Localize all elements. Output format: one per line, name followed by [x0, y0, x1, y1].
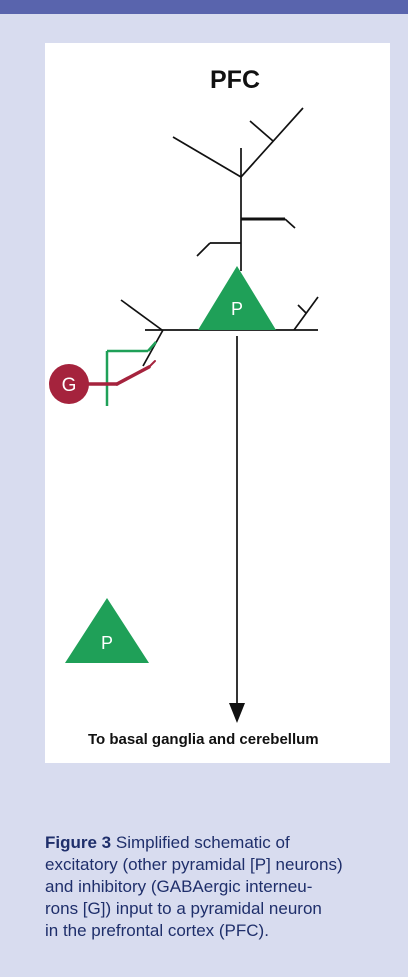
- source-pyramidal-neuron: [65, 598, 149, 663]
- top-color-bar: [0, 0, 408, 14]
- caption-line-3: and inhibitory (GABAergic interneu-: [45, 877, 313, 896]
- caption-line-5: in the prefrontal cortex (PFC).: [45, 921, 269, 940]
- caption-line-1-text: Simplified schematic of: [115, 833, 290, 852]
- caption-line-4: rons [G]) input to a pyramidal neuron: [45, 899, 322, 918]
- basal-left-lower-branch: [142, 329, 164, 367]
- caption-figure-label: Figure 3: [45, 833, 112, 852]
- inhibitory-input-pathway: [85, 360, 156, 386]
- dendrite-spine-middle: [284, 218, 296, 229]
- inhibitory-axon-diagonal: [115, 365, 151, 386]
- output-target-label: To basal ganglia and cerebellum: [88, 731, 319, 748]
- basal-right-spine: [297, 304, 307, 314]
- caption-line-1: Figure 3 Simplified schematic of: [45, 832, 385, 854]
- basal-right-branch: [293, 296, 319, 331]
- dendrite-spine-left-lower: [196, 242, 211, 257]
- dendrite-branch-left-upper: [172, 136, 242, 178]
- gabaergic-interneuron: [49, 364, 89, 404]
- pfc-label: PFC: [210, 66, 260, 94]
- basal-left-upper-branch: [120, 299, 163, 331]
- neural-schematic: PFC: [49, 66, 319, 748]
- excitatory-input-pathway: [105, 341, 157, 406]
- excitatory-synapse: [147, 341, 157, 352]
- apical-dendrite-tree: [172, 107, 304, 271]
- interneuron-label: G: [62, 375, 77, 396]
- source-neuron-label: P: [101, 633, 113, 653]
- main-neuron-label: P: [231, 299, 243, 319]
- inhibitory-synapse: [148, 360, 156, 368]
- output-arrow-head: [229, 703, 245, 723]
- figure-caption: Figure 3 Simplified schematic of excitat…: [45, 832, 385, 942]
- diagram-frame: PFC: [45, 43, 390, 763]
- caption-line-2: excitatory (other pyramidal [P] neurons): [45, 855, 343, 874]
- dendrite-branch-right-upper: [240, 107, 304, 178]
- main-pyramidal-neuron: [198, 266, 276, 330]
- dendrite-spine-upper: [249, 120, 274, 142]
